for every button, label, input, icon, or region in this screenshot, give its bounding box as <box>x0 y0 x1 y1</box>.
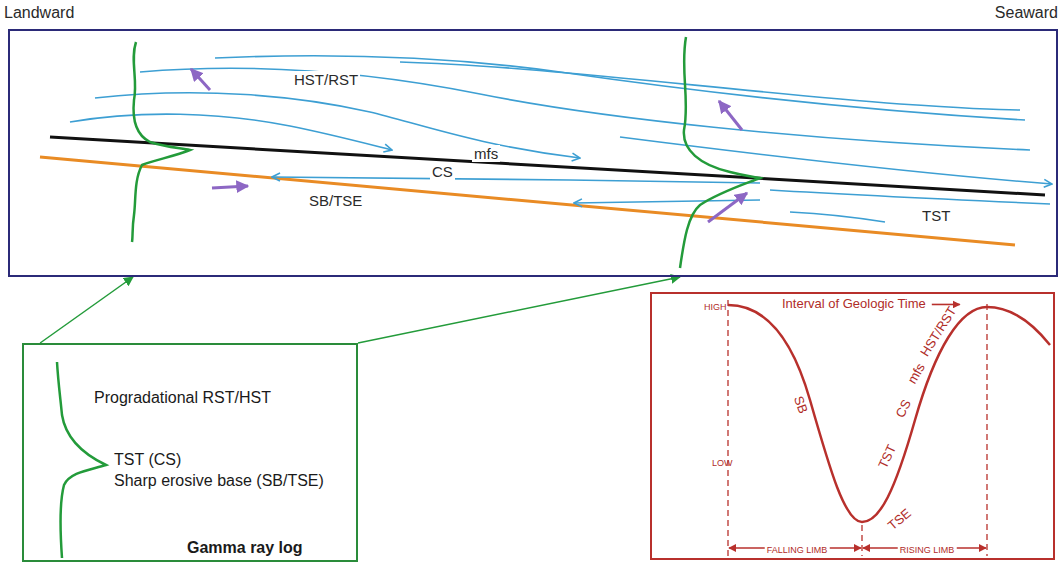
sea-level-curve-box: HIGH LOW Interval of Geologic TimeSB HST/RS… <box>650 292 1055 560</box>
sea-level-curve <box>728 305 1050 522</box>
surface-label: CS <box>430 163 455 180</box>
axis-label: HIGH <box>704 302 727 312</box>
direction-label: Seaward <box>995 4 1058 22</box>
log-annotation: TST (CS) <box>114 451 181 469</box>
gamma-curve <box>680 37 760 268</box>
curve-label: CS <box>893 398 915 421</box>
axis-label: LOW <box>712 458 733 468</box>
box-title: Gamma ray log <box>187 539 303 557</box>
curve-label: SB <box>790 394 810 415</box>
dashed-guide <box>861 525 862 556</box>
stratal-line <box>770 190 1050 204</box>
direction-label: Landward <box>4 4 74 22</box>
axis-title: Interval of Geologic Time <box>782 297 926 312</box>
mfs-line <box>50 137 1045 195</box>
stratal-line <box>272 177 760 183</box>
systems-tract-label: TST <box>920 207 952 224</box>
log-annotation: Progradational RST/HST <box>94 389 271 407</box>
stratal-line <box>70 114 392 150</box>
dashed-guide <box>986 304 987 556</box>
log-annotation: Sharp erosive base (SB/TSE) <box>114 472 324 490</box>
stratal-line <box>215 56 1025 120</box>
leader-arrow <box>40 277 133 343</box>
curve-label: HST/RST <box>918 304 960 359</box>
curve-label: TST <box>876 443 900 472</box>
gamma-curve <box>132 42 190 242</box>
surface-label: SB/TSE <box>307 192 364 209</box>
trend-arrow <box>719 101 742 130</box>
gamma-log-box: Progradational RST/HST TST (CS) Sharp eros… <box>22 343 358 562</box>
curve-label: mfs <box>905 361 928 387</box>
stratal-line <box>140 68 1030 150</box>
stratal-line <box>790 212 885 222</box>
surface-label: mfs <box>472 145 500 162</box>
stratal-line <box>400 62 1020 110</box>
systems-tract-label: HST/RST <box>292 71 360 88</box>
sequence-boundary-line <box>40 157 1015 245</box>
limb-label: FALLING LIMB <box>765 545 830 555</box>
leader-arrow <box>358 277 680 343</box>
curve-label: TSE <box>886 506 915 534</box>
trend-arrow <box>191 69 210 90</box>
cross-section-panel: HST/RST mfsCS SB/TSE TST <box>8 29 1058 277</box>
dashed-guide <box>727 300 728 556</box>
limb-label: RISING LIMB <box>898 545 957 555</box>
trend-arrow <box>212 186 248 188</box>
stratal-line <box>95 93 580 158</box>
